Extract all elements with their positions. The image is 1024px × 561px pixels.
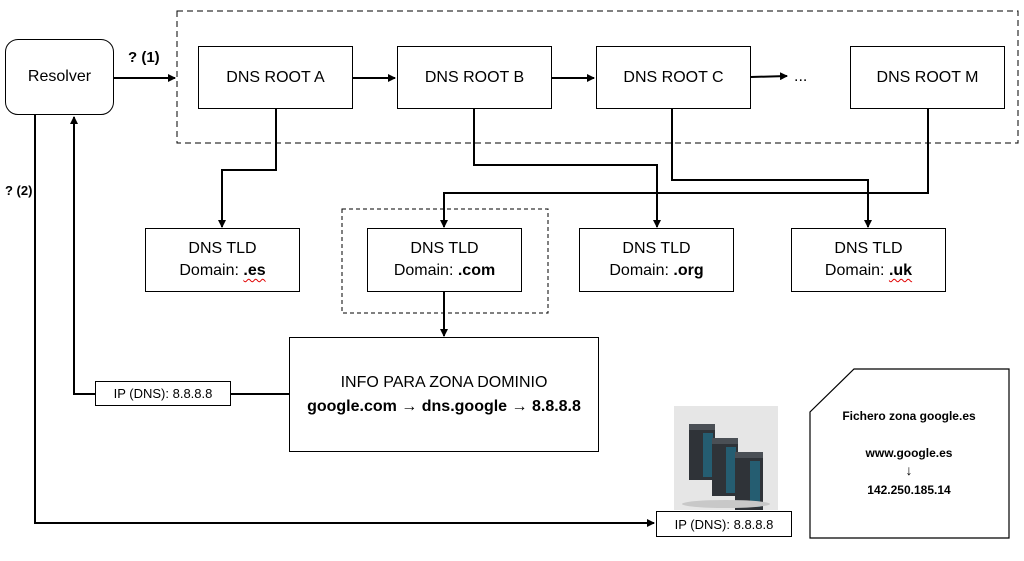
ip-label-lower-text: IP (DNS): 8.8.8.8 xyxy=(674,516,774,532)
resolver-label: Resolver xyxy=(27,68,92,85)
root-m-to-com xyxy=(440,109,929,228)
resolver-box: Resolver xyxy=(5,39,114,115)
info-zone-chain: google.com → dns.google → 8.8.8.8 xyxy=(307,397,581,415)
zone-file-arrow: ↓ xyxy=(905,462,913,478)
ip-label-lower: IP (DNS): 8.8.8.8 xyxy=(656,511,792,537)
tld-es-prefix: Domain: xyxy=(179,262,244,279)
root-servers-frame xyxy=(176,10,1019,144)
tld-es-title: DNS TLD xyxy=(188,240,257,257)
root-c-to-more-arrow xyxy=(750,72,788,81)
roots-ellipsis: ... xyxy=(794,68,808,85)
tld-server-org: DNS TLD Domain: .org xyxy=(579,228,734,292)
root-c-to-uk xyxy=(671,109,872,228)
tld-org-prefix: Domain: xyxy=(609,262,674,279)
tld-server-com: DNS TLD Domain: .com xyxy=(367,228,522,292)
root-server-a: DNS ROOT A xyxy=(198,46,353,109)
tld-com-title: DNS TLD xyxy=(410,240,479,257)
tld-com-prefix: Domain: xyxy=(393,262,458,279)
zone-file-host: www.google.es xyxy=(865,446,953,460)
tld-uk-domain: .uk xyxy=(888,262,913,279)
tld-com-domain: .com xyxy=(457,262,496,279)
server-rack-icon xyxy=(674,406,778,510)
root-b-to-org xyxy=(473,109,661,228)
tld-server-es: DNS TLD Domain: .es xyxy=(145,228,300,292)
root-server-b: DNS ROOT B xyxy=(397,46,552,109)
tld-uk-prefix: Domain: xyxy=(824,262,889,279)
tld-es-domain: .es xyxy=(243,262,266,279)
ip-label-upper: IP (DNS): 8.8.8.8 xyxy=(95,381,231,406)
zone-file-shape xyxy=(809,368,1010,539)
root-server-b-label: DNS ROOT B xyxy=(424,68,525,86)
tld-org-title: DNS TLD xyxy=(622,240,691,257)
query-2-label: ? (2) xyxy=(5,183,33,198)
tld-org-domain: .org xyxy=(673,262,704,279)
query-2-arrow xyxy=(34,115,655,527)
root-server-a-label: DNS ROOT A xyxy=(226,68,325,86)
ip-label-upper-text: IP (DNS): 8.8.8.8 xyxy=(113,386,213,401)
zone-file-title: Fichero zona google.es xyxy=(842,409,976,423)
query-1-label: ? (1) xyxy=(128,49,160,66)
tld-uk-title: DNS TLD xyxy=(834,240,903,257)
root-server-c-label: DNS ROOT C xyxy=(623,68,724,86)
root-server-c: DNS ROOT C xyxy=(596,46,751,109)
root-a-to-es xyxy=(218,109,277,228)
root-server-m-label: DNS ROOT M xyxy=(876,68,979,86)
info-zone-box: INFO PARA ZONA DOMINIO google.com → dns.… xyxy=(289,337,599,452)
ip-to-resolver-arrow xyxy=(70,116,95,395)
tld-server-uk: DNS TLD Domain: .uk xyxy=(791,228,946,292)
root-server-m: DNS ROOT M xyxy=(850,46,1005,109)
zone-file-ip: 142.250.185.14 xyxy=(867,483,951,497)
info-zone-title: INFO PARA ZONA DOMINIO xyxy=(340,373,548,391)
